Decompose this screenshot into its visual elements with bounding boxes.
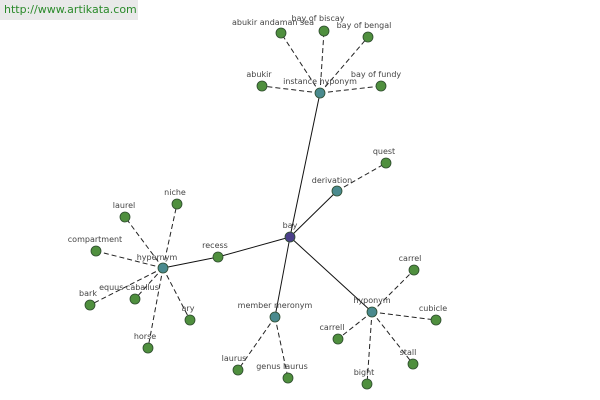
leaf-label-bark[interactable]: bark (79, 289, 97, 298)
leaf-node-ary[interactable] (184, 314, 196, 326)
leaf-node-quest[interactable] (380, 157, 392, 169)
edge-hyponym-bight (366, 311, 373, 385)
leaf-node-carrell[interactable] (332, 333, 344, 345)
leaf-label-ary[interactable]: ary (182, 304, 195, 313)
leaf-label-laurus[interactable]: laurus (222, 354, 247, 363)
edge-instance-hyponym-bay-of-fundy (319, 85, 382, 94)
leaf-label-quest[interactable]: quest (373, 147, 395, 156)
edge-instance-hyponym-bay-of-biscay (319, 30, 325, 94)
edge-bay-instance-hyponym (289, 92, 321, 238)
leaf-node-equus-caballus[interactable] (129, 293, 141, 305)
edge-instance-hyponym-abukir-andaman-sea (280, 32, 321, 94)
edge-bay-member-meronym (274, 236, 291, 318)
leaf-node-cubicle[interactable] (430, 314, 442, 326)
relation-node-hyponym[interactable] (366, 306, 378, 318)
relation-label-recess[interactable]: recess (202, 241, 228, 250)
center-node-bay[interactable] (284, 231, 296, 243)
leaf-label-laurel[interactable]: laurel (113, 201, 135, 210)
edge-instance-hyponym-abukir (261, 85, 321, 94)
edge-hypernym-laurel (124, 216, 164, 269)
leaf-node-bay-of-biscay[interactable] (318, 25, 330, 37)
leaf-node-abukir-andaman-sea[interactable] (275, 27, 287, 39)
leaf-label-stall[interactable]: stall (400, 348, 417, 357)
relation-node-recess[interactable] (212, 251, 224, 263)
site-watermark[interactable]: http://www.artikata.com (0, 0, 138, 20)
relation-label-hyponym[interactable]: hyponym (353, 296, 391, 305)
leaf-label-horse[interactable]: horse (134, 332, 156, 341)
graph-edges (89, 30, 437, 385)
relation-node-hypernym[interactable] (157, 262, 169, 274)
edge-hypernym-equus-caballus (134, 267, 164, 300)
edge-hypernym-horse (147, 267, 164, 349)
relation-label-member-meronym[interactable]: member meronym (238, 301, 313, 310)
edge-member-meronym-laurus (237, 316, 276, 371)
edge-hypernym-niche (162, 203, 178, 269)
center-label-bay[interactable]: bay (283, 221, 298, 230)
leaf-node-compartment[interactable] (90, 245, 102, 257)
leaf-node-genus-laurus[interactable] (282, 372, 294, 384)
leaf-node-laurus[interactable] (232, 364, 244, 376)
leaf-label-bay-of-bengal[interactable]: bay of bengal (337, 21, 392, 30)
leaf-node-horse[interactable] (142, 342, 154, 354)
edge-bay-derivation (289, 190, 338, 238)
leaf-node-bay-of-fundy[interactable] (375, 80, 387, 92)
leaf-label-bay-of-fundy[interactable]: bay of fundy (351, 70, 402, 79)
leaf-node-carrel-top[interactable] (408, 264, 420, 276)
edge-instance-hyponym-bay-of-bengal (319, 36, 369, 94)
leaf-label-equus-caballus[interactable]: equus caballus (99, 283, 159, 292)
leaf-label-carrel-top[interactable]: carrel (399, 254, 422, 263)
leaf-node-laurel[interactable] (119, 211, 131, 223)
leaf-label-cubicle[interactable]: cubicle (419, 304, 447, 313)
edge-bay-recess (217, 236, 291, 258)
relation-node-instance-hyponym[interactable] (314, 87, 326, 99)
graph-nodes (84, 25, 442, 390)
edge-member-meronym-genus-laurus (274, 316, 289, 379)
leaf-node-bay-of-bengal[interactable] (362, 31, 374, 43)
edge-hypernym-compartment (95, 250, 164, 269)
edge-hyponym-stall (371, 311, 414, 365)
edge-hyponym-carrell (337, 311, 373, 340)
edge-hypernym-ary (162, 267, 191, 321)
relation-node-member-meronym[interactable] (269, 311, 281, 323)
leaf-label-compartment[interactable]: compartment (68, 235, 122, 244)
leaf-node-abukir[interactable] (256, 80, 268, 92)
edge-bay-hyponym (289, 236, 373, 313)
relation-label-derivation[interactable]: derivation (312, 176, 352, 185)
edge-derivation-quest (336, 162, 387, 192)
leaf-node-bight[interactable] (361, 378, 373, 390)
relation-label-instance-hyponym[interactable]: instance hyponym (283, 77, 357, 86)
leaf-node-niche[interactable] (171, 198, 183, 210)
leaf-node-stall[interactable] (407, 358, 419, 370)
leaf-label-genus-laurus[interactable]: genus laurus (256, 362, 308, 371)
leaf-label-abukir[interactable]: abukir (246, 70, 272, 79)
edge-hypernym-bark (89, 267, 164, 306)
edge-hyponym-carrel-top (371, 269, 415, 313)
relation-label-hypernym[interactable]: hypernym (137, 253, 178, 262)
leaf-label-niche[interactable]: niche (164, 188, 186, 197)
leaf-node-bark[interactable] (84, 299, 96, 311)
edge-hyponym-cubicle (371, 311, 437, 321)
relation-node-derivation[interactable] (331, 185, 343, 197)
leaf-label-abukir-andaman-sea[interactable]: abukir andaman sea (232, 18, 314, 27)
leaf-label-bight[interactable]: bight (354, 368, 375, 377)
leaf-label-carrell[interactable]: carrell (320, 323, 345, 332)
edge-recess-hypernym (162, 256, 219, 269)
leaf-label-bay-of-biscay[interactable]: bay of biscay (291, 14, 344, 23)
